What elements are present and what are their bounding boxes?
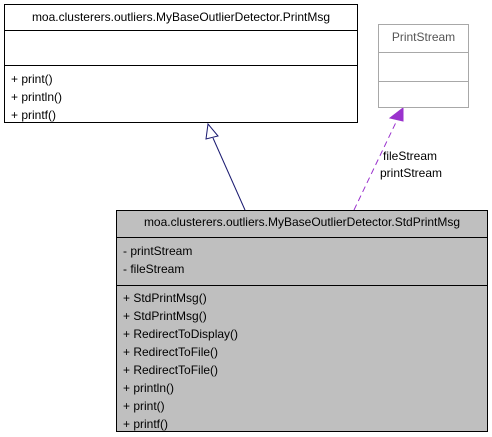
class-print-msg[interactable]: moa.clusterers.outliers.MyBaseOutlierDet… [4,4,358,123]
method-row: + printf() [11,108,57,122]
class-print-stream[interactable]: PrintStream [378,24,469,108]
method-row: + StdPrintMsg() [123,309,207,323]
class-print-stream-attributes [379,52,468,81]
inheritance-edge [212,137,246,211]
class-print-msg-attributes [5,30,357,65]
method-row: + print() [123,399,165,413]
method-row: + RedirectToDisplay() [123,327,239,341]
attribute-row: - printStream [123,244,193,258]
edge-label-print-stream: printStream [380,166,443,180]
method-row: + RedirectToFile() [123,363,219,377]
method-row: + println() [11,90,63,104]
class-std-print-msg-title: moa.clusterers.outliers.MyBaseOutlierDet… [143,215,461,229]
class-std-print-msg-attributes: - printStream - fileStream [117,237,487,285]
usage-arrowhead [388,106,404,122]
class-std-print-msg-methods: + StdPrintMsg() + StdPrintMsg() + Redire… [117,285,487,433]
edge-label-file-stream: fileStream [383,149,438,163]
method-row: + StdPrintMsg() [123,291,207,305]
class-print-msg-title: moa.clusterers.outliers.MyBaseOutlierDet… [31,10,331,24]
attribute-row: - fileStream [123,262,185,276]
class-print-stream-methods [379,81,468,107]
method-row: + print() [11,72,53,86]
method-row: + println() [123,381,175,395]
class-print-msg-methods: + print() + println() + printf() [5,65,357,124]
inheritance-arrowhead [205,122,219,140]
method-row: + RedirectToFile() [123,345,219,359]
class-print-stream-title: PrintStream [391,30,456,44]
method-row: + printf() [123,417,169,431]
usage-edge [353,115,400,211]
class-std-print-msg[interactable]: moa.clusterers.outliers.MyBaseOutlierDet… [116,210,488,432]
